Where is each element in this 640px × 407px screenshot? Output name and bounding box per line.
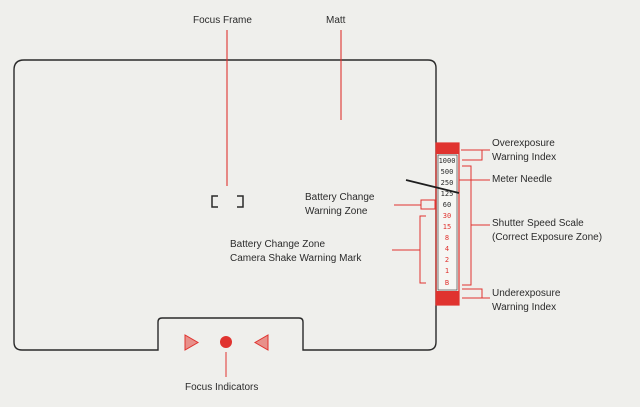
underexposure-label-line: Underexposure xyxy=(492,288,561,299)
scale-value: B xyxy=(445,279,449,287)
scale-value: 1 xyxy=(445,267,449,275)
meter-needle-label: Meter Needle xyxy=(492,174,553,185)
overexposure-label: Overexposure Warning Index xyxy=(492,138,556,164)
camera-shake-bracket xyxy=(419,215,426,284)
battery-change-warning-zone xyxy=(420,199,436,210)
overexposure-label-line: Overexposure xyxy=(492,138,555,149)
underexposure-label-line: Warning Index xyxy=(492,302,557,313)
overexposure-bracket xyxy=(461,149,483,161)
scale-numbers: 1000 500 250 125 60 30 15 8 4 2 1 B xyxy=(439,157,456,287)
scale-value: 30 xyxy=(443,212,451,220)
scale-value: 2 xyxy=(445,256,449,264)
shutter-speed-scale-line: (Correct Exposure Zone) xyxy=(492,232,603,243)
battery-change-warning-line: Warning Zone xyxy=(305,206,368,217)
focus-indicator-right-arrow xyxy=(184,334,200,351)
shutter-speed-scale-label: Shutter Speed Scale (Correct Exposure Zo… xyxy=(492,218,602,244)
focus-indicator-dot xyxy=(220,336,232,348)
battery-change-zone-line: Battery Change Zone xyxy=(230,239,326,250)
overexposure-label-line: Warning Index xyxy=(492,152,557,163)
scale-value: 15 xyxy=(443,223,451,231)
overexposure-warning-mark xyxy=(436,143,459,154)
battery-change-zone-label: Battery Change Zone Camera Shake Warning… xyxy=(230,239,361,265)
scale-value: 125 xyxy=(441,190,454,198)
underexposure-label: Underexposure Warning Index xyxy=(492,288,560,314)
focus-frame-right-bracket xyxy=(237,195,244,208)
battery-change-warning-label: Battery Change Warning Zone xyxy=(305,192,375,218)
focus-indicators-label: Focus Indicators xyxy=(185,382,259,393)
scale-value: 1000 xyxy=(439,157,456,165)
focus-frame-left-bracket xyxy=(211,195,218,208)
scale-value: 8 xyxy=(445,234,449,242)
shutter-speed-scale-line: Shutter Speed Scale xyxy=(492,218,584,229)
focus-indicator-left-arrow xyxy=(253,334,269,351)
underexposure-bracket xyxy=(462,288,483,299)
shutter-scale-bracket xyxy=(462,165,472,286)
scale-value: 250 xyxy=(441,179,454,187)
focus-frame-label: Focus Frame xyxy=(193,15,252,26)
scale-value: 4 xyxy=(445,245,449,253)
scale-value: 500 xyxy=(441,168,454,176)
underexposure-warning-mark xyxy=(436,291,459,305)
battery-change-zone-line: Camera Shake Warning Mark xyxy=(230,253,362,264)
meter-needle xyxy=(405,179,460,194)
battery-change-warning-line: Battery Change xyxy=(305,192,375,203)
scale-value: 60 xyxy=(443,201,451,209)
matt-label: Matt xyxy=(326,15,346,26)
